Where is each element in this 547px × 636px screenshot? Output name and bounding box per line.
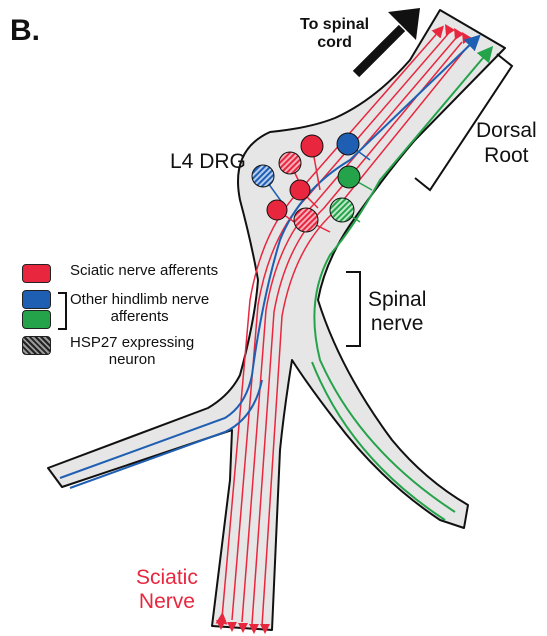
legend-item-other-hindlimb: Other hindlimb nerve afferents — [18, 288, 268, 328]
sciatic-neuron-hatched — [279, 152, 301, 174]
hsp27-neuron-blue — [252, 165, 274, 187]
legend-label-sciatic: Sciatic nerve afferents — [70, 262, 218, 279]
blue-neuron — [337, 133, 359, 155]
sciatic-nerve-label: Sciatic Nerve — [136, 566, 198, 614]
legend-swatch-green — [22, 310, 51, 329]
legend-swatch-red — [22, 264, 51, 283]
to-spinal-cord-label: To spinal cord — [300, 16, 369, 52]
sciatic-neuron-2 — [290, 180, 310, 200]
sciatic-neuron — [301, 135, 323, 157]
legend-swatch-hatched — [22, 336, 51, 355]
spinal-nerve-label: Spinal nerve — [368, 288, 426, 336]
legend: Sciatic nerve afferents Other hindlimb n… — [18, 262, 268, 374]
drg-label: L4 DRG — [170, 150, 246, 174]
spinal-nerve-bracket — [346, 272, 360, 346]
green-neuron — [338, 166, 360, 188]
panel-label: B. — [10, 14, 40, 48]
dorsal-root-label: Dorsal Root — [476, 118, 537, 168]
legend-bracket — [58, 292, 67, 330]
legend-item-hsp27: HSP27 expressing neuron — [18, 334, 268, 374]
legend-swatch-blue — [22, 290, 51, 309]
green-neuron-hatched — [330, 198, 354, 222]
legend-label-hsp27: HSP27 expressing neuron — [70, 334, 194, 368]
sciatic-neuron-hatched-2 — [294, 208, 318, 232]
legend-item-sciatic: Sciatic nerve afferents — [18, 262, 268, 284]
sciatic-neuron-3 — [267, 200, 287, 220]
legend-label-other-hindlimb: Other hindlimb nerve afferents — [70, 291, 209, 325]
